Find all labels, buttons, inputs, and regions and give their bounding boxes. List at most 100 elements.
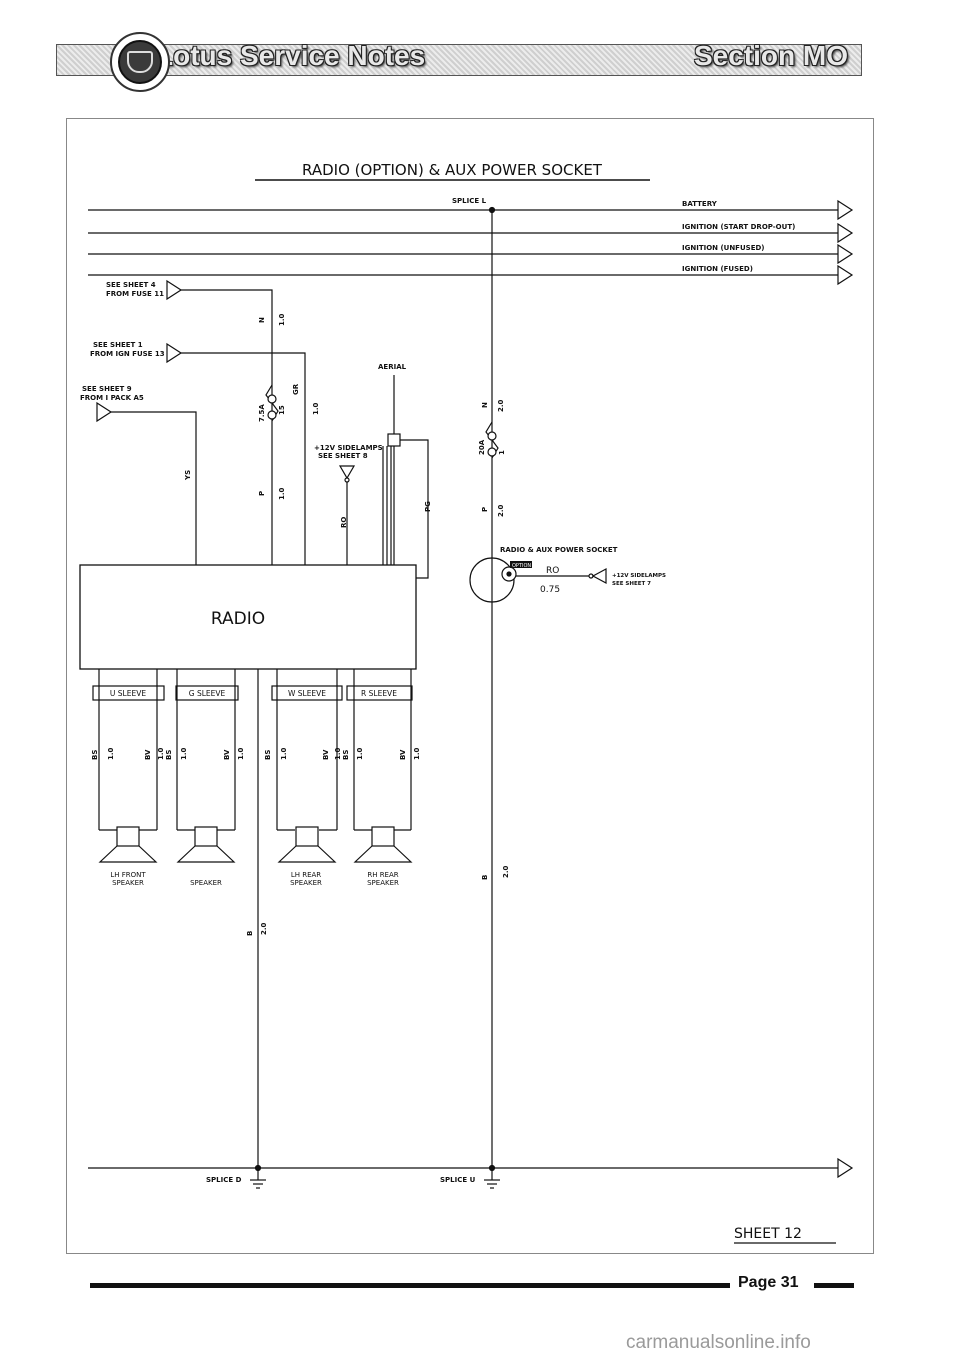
socket-title: RADIO & AUX POWER SOCKET [500,546,618,554]
speaker-lh-front-icon [98,826,158,863]
sleeve-w-label: W SLEEVE [288,689,326,698]
speaker-3-line1: LH REAR [291,871,321,879]
wire-label: GR [292,383,300,395]
sidelamps-line2: SEE SHEET 8 [318,452,368,460]
svg-text:BV: BV [322,749,330,760]
bus-arrow-icon [837,1157,854,1179]
bus-arrow-icon [837,243,854,265]
speaker-wiring [98,669,412,831]
aux-socket-icon [469,557,515,603]
wire-label: P [481,507,489,512]
ref-arrow-icon [166,279,183,301]
wire-label: 2.0 [260,922,268,935]
ref-arrow-icon [96,401,113,423]
page-footer: Page 31 [90,1274,870,1296]
header-section: Section MO [693,40,848,71]
svg-text:BS: BS [342,750,350,760]
bus-label-battery: BATTERY [682,200,718,208]
ground-icon [250,1179,266,1189]
radio-label: RADIO [211,609,265,629]
wire-label: P [258,491,266,496]
svg-text:1.0: 1.0 [237,747,245,760]
socket-wire-label: RO [546,566,559,576]
watermark: carmanualsonline.info [626,1332,811,1353]
splice-d-label: SPLICE D [206,1176,242,1184]
sheet-label: SHEET 12 [734,1226,802,1242]
wire-label: 1.0 [278,487,286,500]
sleeve-g [175,685,239,701]
footer-dash [814,1283,854,1288]
speaker-wire-labels: BS 1.0 BV 1.0 BS 1.0 BV 1.0 BS 1.0 BV 1.… [91,747,421,760]
svg-text:BV: BV [399,749,407,760]
sleeve-g-label: G SLEEVE [189,689,226,698]
bus-arrow-icon [837,222,854,244]
socket-ref-arrow-icon [591,567,607,585]
wire-label: 2.0 [502,865,510,878]
speaker-4-line2: SPEAKER [367,879,399,887]
aerial-connector-icon [387,433,401,447]
ref-3-line1: SEE SHEET 9 [82,385,132,393]
footer-rule [90,1283,730,1288]
page-header: Lotus Service Notes Section MO [56,30,862,92]
wire-label: B [246,931,254,936]
sleeve-w [271,685,343,701]
ref-1-line2: FROM FUSE 11 [106,290,164,298]
bus-label-ignition-unfused: IGNITION (UNFUSED) [682,244,764,252]
ref-2-line2: FROM IGN FUSE 13 [90,350,165,358]
fuse-7-5a [265,384,279,422]
splice-l-label: SPLICE L [452,197,487,205]
sidelamps-line1: +12V SIDELAMPS [314,444,383,452]
svg-text:1.0: 1.0 [334,747,342,760]
fuse-20a-label: 20A [478,439,486,455]
svg-text:BS: BS [165,750,173,760]
diagram-frame [66,118,874,1254]
bus-arrow-icon [837,199,854,221]
splice-u-label: SPLICE U [440,1176,476,1184]
svg-text:1.0: 1.0 [356,747,364,760]
diagram-title: RADIO (OPTION) & AUX POWER SOCKET [302,161,603,179]
wire-label: B [481,875,489,880]
socket-ref-1: +12V SIDELAMPS [612,573,666,579]
speaker-icon [176,826,236,863]
wire-label: N [481,402,489,408]
fuse-7-5a-number: 15 [278,405,286,415]
fuse-20a-number: 1 [498,450,506,455]
ground-icon [484,1179,500,1189]
socket-ref-2: SEE SHEET 7 [612,581,651,587]
socket-option-label: OPTION [512,563,531,569]
svg-text:1.0: 1.0 [280,747,288,760]
sidelamps-arrow-icon [338,465,356,480]
speaker-2-line2: SPEAKER [190,879,222,887]
svg-text:1.0: 1.0 [157,747,165,760]
svg-text:BV: BV [223,749,231,760]
speaker-4-line1: RH REAR [367,871,398,879]
sleeve-r-label: R SLEEVE [361,689,397,698]
speaker-rh-rear-icon [353,826,413,863]
ref-2-line1: SEE SHEET 1 [93,341,143,349]
wire-label: 1.0 [312,402,320,415]
fuse-7-5a-label: 7.5A [258,404,266,422]
page-number: Page 31 [738,1274,799,1291]
svg-text:1.0: 1.0 [413,747,421,760]
speaker-1-line1: LH FRONT [110,871,146,879]
wire-label: RO [340,517,348,528]
radio-unit [79,564,417,670]
speaker-1-line2: SPEAKER [112,879,144,887]
svg-text:BS: BS [264,750,272,760]
lotus-logo [110,32,170,92]
svg-text:1.0: 1.0 [107,747,115,760]
svg-text:BS: BS [91,750,99,760]
supply-buses [88,199,854,286]
aerial-label: AERIAL [378,363,407,371]
svg-text:BV: BV [144,749,152,760]
ref-3-line2: FROM I PACK A5 [80,394,144,402]
bus-label-ignition-fused: IGNITION (FUSED) [682,265,753,273]
wire-label: PG [424,501,432,512]
wire-label: YS [184,470,192,481]
ref-1-line1: SEE SHEET 4 [106,281,156,289]
ref-arrow-icon [166,342,183,364]
sleeve-u-label: U SLEEVE [110,689,146,698]
wire-label: 2.0 [497,399,505,412]
lotus-badge-icon [118,40,162,84]
header-title: Lotus Service Notes [156,40,426,71]
